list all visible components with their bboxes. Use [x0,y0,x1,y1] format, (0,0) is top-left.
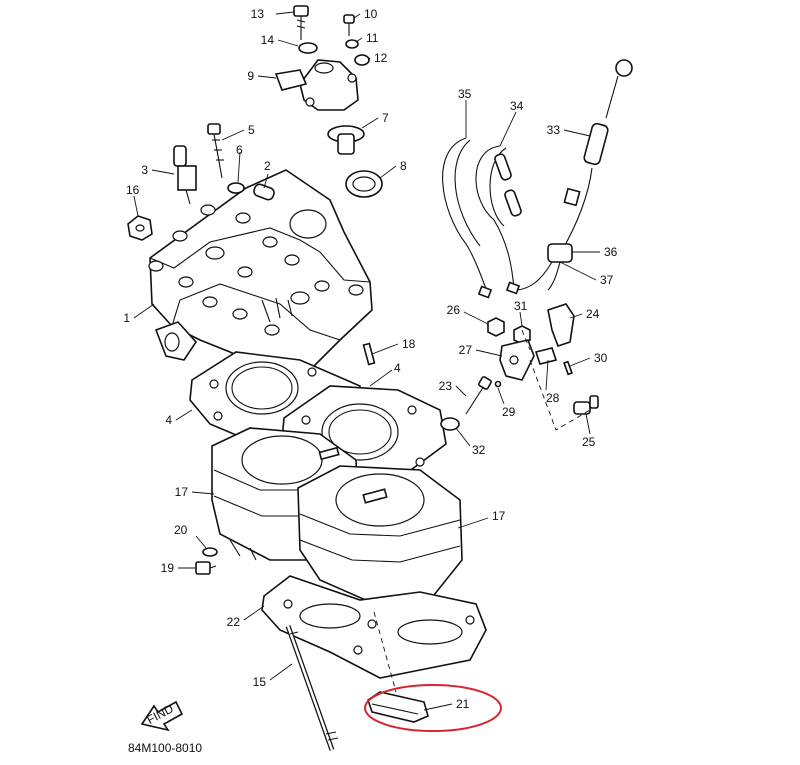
thermostat-cover [274,59,359,111]
callout-25: 25 [582,435,596,449]
callout-14: 14 [261,33,275,47]
callout-13: 13 [251,7,265,21]
callout-22: 22 [227,615,241,629]
bracket-24 [547,303,575,348]
clip-30 [563,360,573,376]
bolt-19 [195,561,217,575]
thermostat-7 [327,125,365,155]
dashed-connector-short [521,329,531,351]
callout-23: 23 [439,379,453,393]
callout-34: 34 [510,99,524,113]
base-gasket-22 [261,575,487,679]
callout-6: 6 [236,143,243,157]
find-arrow-icon: FIND [140,700,184,732]
washer-32 [440,417,460,431]
cable-35 [442,137,493,299]
callout-11: 11 [366,31,379,45]
part-21-highlight-ellipse [364,684,502,732]
gasket-8 [345,170,383,198]
long-stud-15 [285,625,339,751]
leader-lines [133,11,600,711]
cylinder-right [297,446,463,603]
pin-29 [494,380,502,388]
nut-16 [127,215,153,241]
callout-24: 24 [586,307,600,321]
washer-20 [202,547,218,557]
washer-12 [354,54,370,66]
callout-4-right: 4 [394,361,401,375]
callout-27: 27 [459,343,473,357]
bracket-28 [534,347,558,365]
callout-37: 37 [600,273,614,287]
drawing-code: 84M100-8010 [128,741,202,755]
callout-2: 2 [264,159,271,173]
bolt-23 [465,376,492,415]
callout-10: 10 [364,7,378,21]
callout-18: 18 [402,337,416,351]
cable-34 [475,145,522,295]
callout-4-left: 4 [165,413,172,427]
lever-27 [499,339,535,381]
callout-31: 31 [514,299,528,313]
fitting-25 [573,395,599,415]
washer-11 [345,39,359,49]
pin-18 [362,342,376,366]
callout-28: 28 [546,391,560,405]
callout-19: 19 [161,561,175,575]
callout-labels: 13 10 14 11 12 9 5 7 6 3 2 8 16 1 35 34 … [123,7,617,711]
callout-17-left: 17 [175,485,189,499]
dashed-connector [529,359,591,431]
callout-1: 1 [123,311,130,325]
dowel-2 [253,183,275,201]
washer-6 [227,182,245,194]
spark-plug-3 [173,145,197,205]
callout-26: 26 [447,303,461,317]
callout-12: 12 [374,51,388,65]
cylinder-head [148,169,373,377]
callout-30: 30 [594,351,608,365]
callout-32: 32 [472,443,486,457]
bolt-26 [487,317,505,337]
callout-5: 5 [248,123,255,137]
callout-16: 16 [126,183,140,197]
cable-33 [559,59,633,255]
callout-21: 21 [456,697,470,711]
bolt-10 [343,14,355,36]
washer-14 [298,42,318,54]
dashed-connector-21 [373,611,397,693]
callout-17-right: 17 [492,509,506,523]
callout-3: 3 [141,163,148,177]
callout-20: 20 [174,523,188,537]
part-21-pad [367,691,429,723]
callout-15: 15 [253,675,267,689]
bolt-13 [293,5,309,40]
cable-junction-36 [517,243,573,291]
callout-9: 9 [247,69,254,83]
callout-36: 36 [604,245,618,259]
callout-8: 8 [400,159,407,173]
callout-33: 33 [547,123,561,137]
callout-7: 7 [382,111,389,125]
callout-35: 35 [458,87,472,101]
callout-29: 29 [502,405,516,419]
stud-bolt-5 [207,123,224,179]
